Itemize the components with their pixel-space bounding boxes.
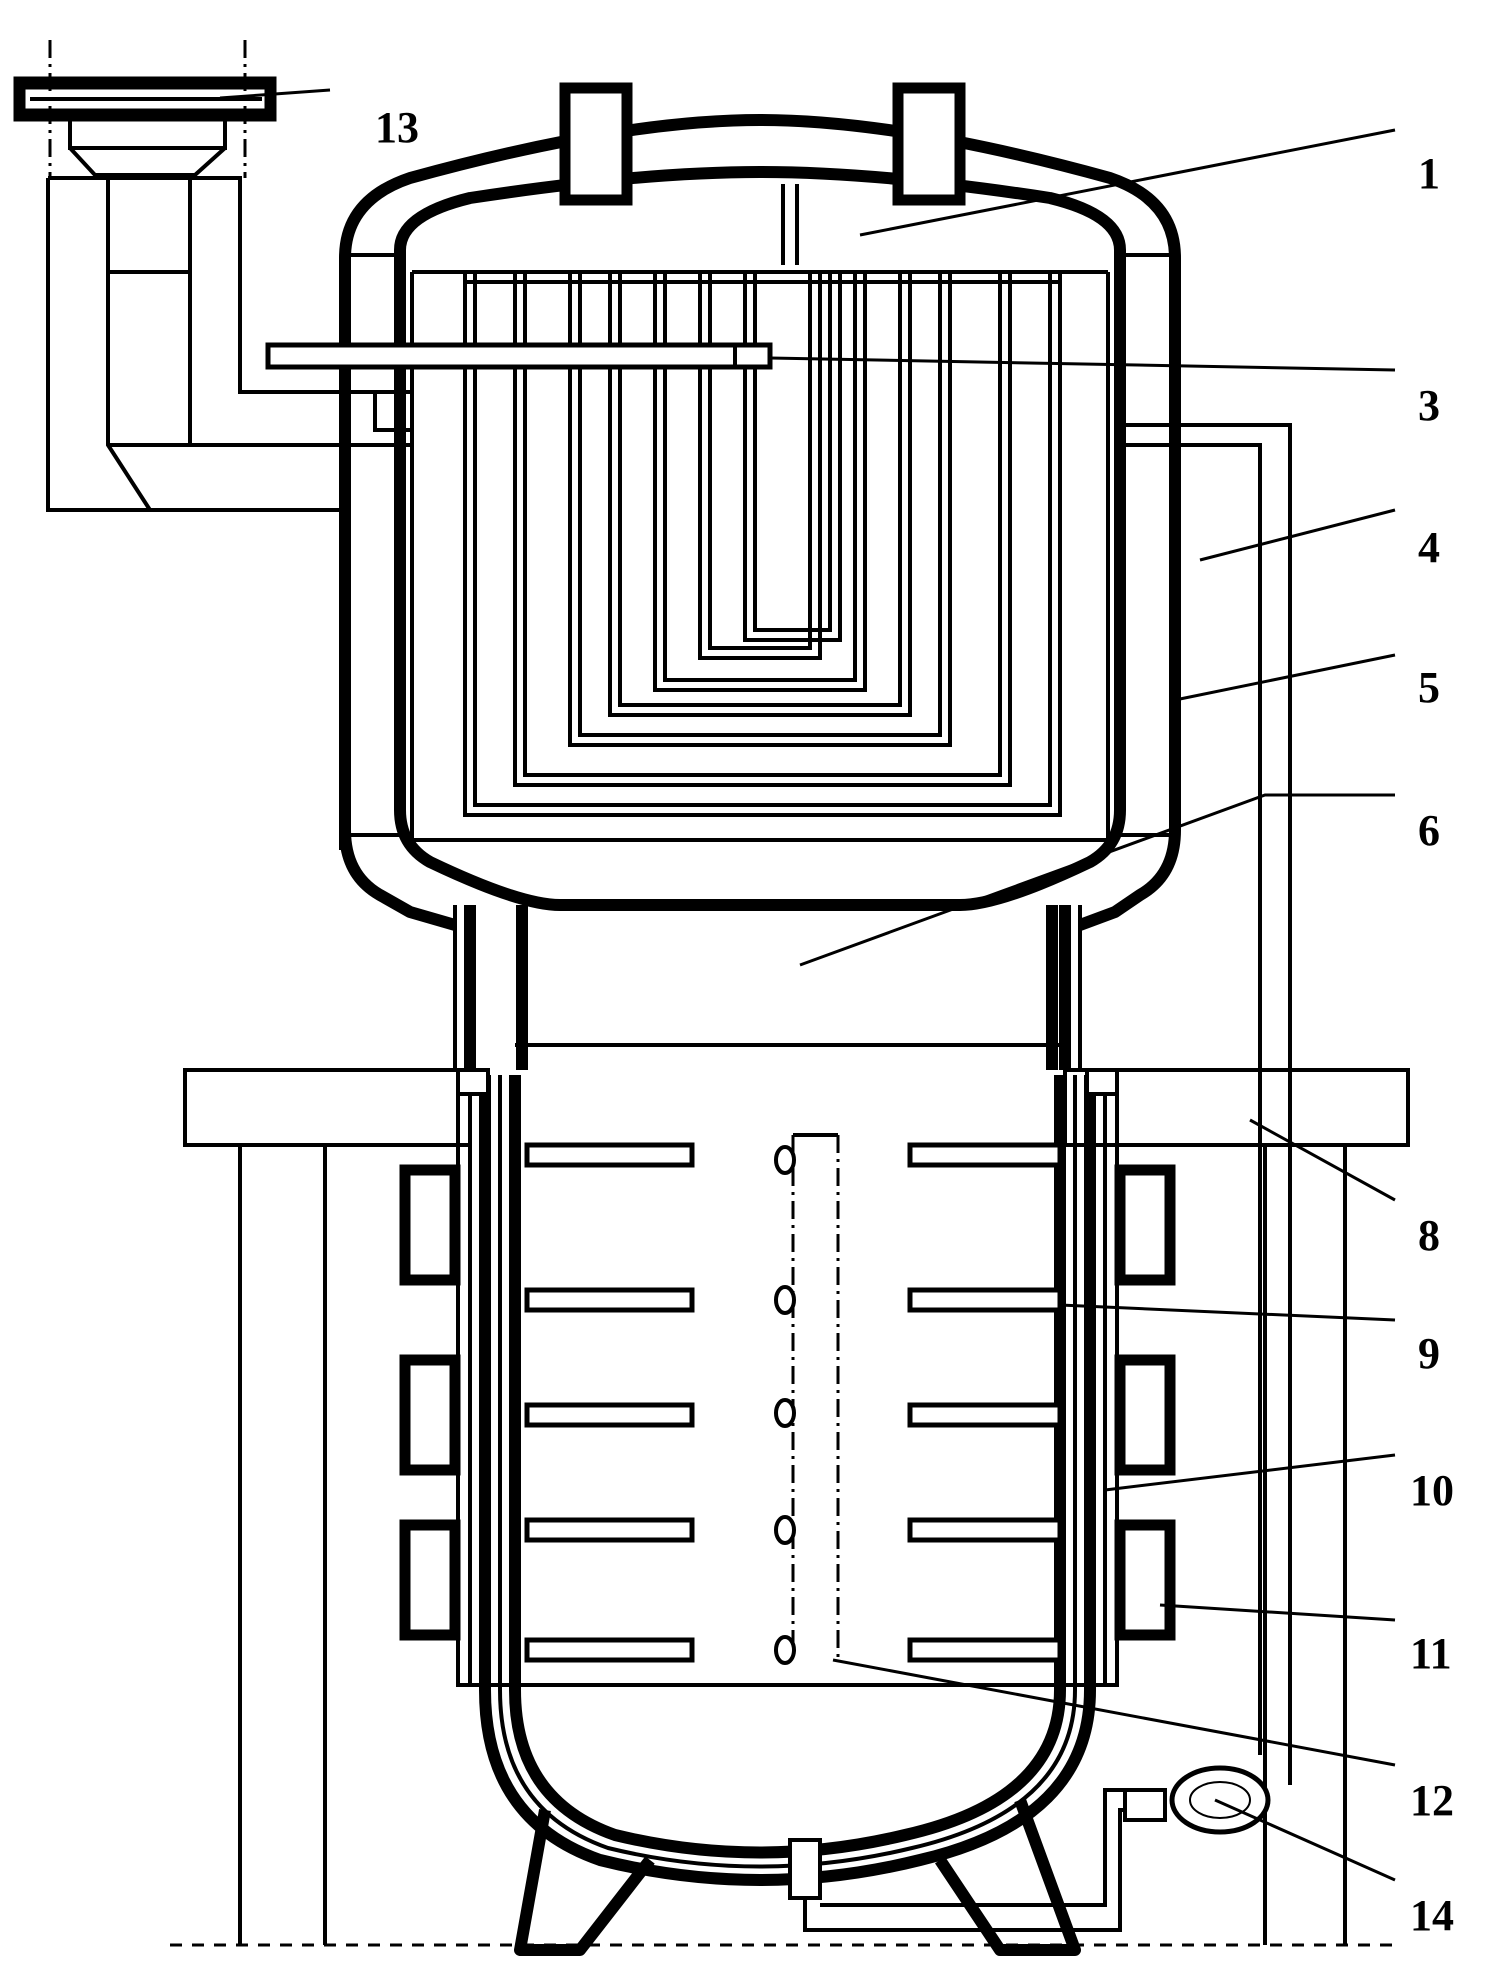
lower-vessel xyxy=(458,1070,1117,1880)
central-agitator xyxy=(776,1135,838,1663)
label-8: 8 xyxy=(1418,1211,1440,1260)
label-10: 10 xyxy=(1410,1466,1454,1515)
label-6: 6 xyxy=(1418,806,1440,855)
label-12: 12 xyxy=(1410,1776,1454,1825)
exhaust-duct xyxy=(48,178,412,850)
label-1: 1 xyxy=(1418,149,1440,198)
lid-clamp-left xyxy=(565,88,627,200)
part-labels: 13 1 3 4 5 6 8 9 10 11 12 14 xyxy=(375,103,1454,1940)
circulation-pump xyxy=(1172,1768,1268,1832)
feed-tube xyxy=(268,345,770,367)
vessel-neck xyxy=(455,905,1080,1070)
label-5: 5 xyxy=(1418,663,1440,712)
lid-clamp-right xyxy=(898,88,960,200)
label-4: 4 xyxy=(1418,523,1440,572)
label-14: 14 xyxy=(1410,1891,1454,1940)
center-rod xyxy=(783,184,797,265)
label-13: 13 xyxy=(375,103,419,152)
label-11: 11 xyxy=(1410,1629,1452,1678)
label-9: 9 xyxy=(1418,1329,1440,1378)
label-3: 3 xyxy=(1418,381,1440,430)
filter-unit xyxy=(15,40,275,178)
